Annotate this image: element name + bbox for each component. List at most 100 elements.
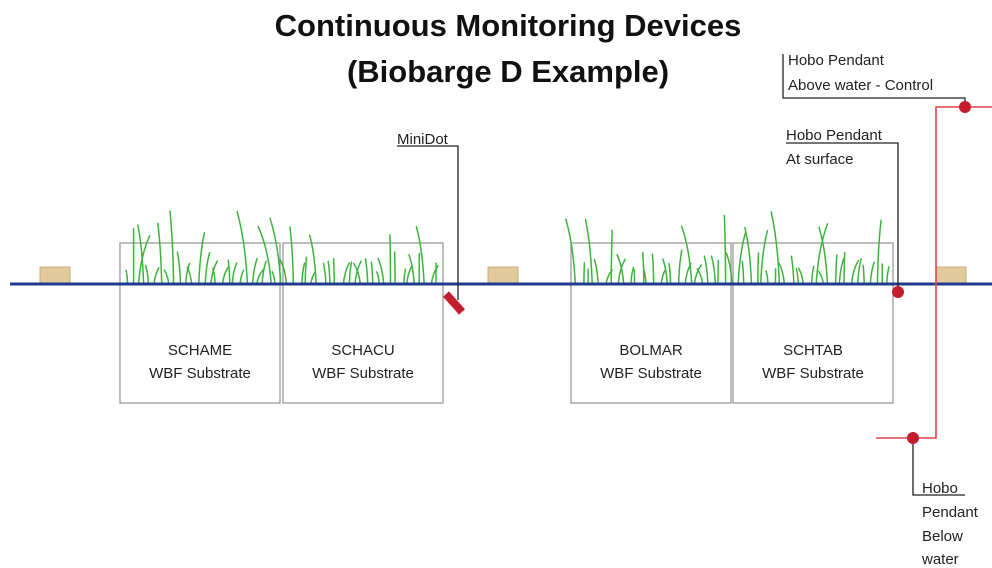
float-block-right [935,266,967,285]
grass-blade [348,261,353,285]
float-block-middle [487,266,519,285]
hobo-below-leader [912,444,965,496]
hobo-below-label-line4: water [921,551,959,568]
container-substrate-label: WBF Substrate [600,365,702,382]
grass-blade [651,253,655,285]
hobo-control-sensor [959,101,971,113]
grass-blade [212,267,216,285]
grass-blade [322,262,327,285]
grass-blade [301,262,306,285]
grass-blade [725,252,733,285]
container-schacu: SCHACU WBF Substrate [282,242,444,404]
grass-blade [176,251,182,285]
hobo-below-sensor [907,432,919,444]
grass-blade [610,229,613,285]
grass-blade [389,234,392,285]
grass-blade [815,223,829,285]
grass-blade [584,218,593,285]
container-species-label: SCHACU [331,342,394,359]
float-block-left [39,266,71,285]
diagram-title-line2: (Biobarge D Example) [347,54,669,89]
grass-blade [630,266,635,285]
container-species-label: SCHTAB [783,342,843,359]
container-species-label: BOLMAR [619,342,683,359]
grass-blade [593,258,599,285]
grass-blade [430,265,439,285]
grass-blade [862,264,865,285]
grass-blade [342,262,351,285]
grass-blade [565,218,577,285]
grass-blade [289,226,295,285]
grass-blade [838,257,845,285]
grass-blade [370,261,374,285]
grass-blade [757,252,760,285]
grass-blade [304,256,308,285]
minidot-label: MiniDot [397,131,449,148]
grass-blade [221,266,229,285]
grass-blade [703,255,709,285]
container-substrate-label: WBF Substrate [312,365,414,382]
grass-blade [741,260,745,285]
hobo-below-label-line1: Hobo [922,480,958,497]
grass-blade [377,257,385,285]
hobo-control-label-line2: Above water - Control [788,77,933,94]
container-box [570,242,732,404]
grass-blade [797,267,805,285]
grass-blade [710,255,717,285]
grass-blade [810,265,815,285]
grass-right [565,211,890,285]
grass-blade [583,262,586,285]
grass-blade [616,253,625,285]
grass-blade [876,219,882,285]
grass-blade [668,263,672,285]
grass-blade [261,260,267,285]
grass-blade [327,260,331,285]
grass-blade [818,226,829,285]
grass-blade [364,257,369,285]
grass-blade [723,214,727,285]
grass-blade [856,258,862,285]
grass-blade [169,210,175,285]
minidot-sensor [442,291,466,315]
grass-blade [236,210,249,285]
container-box [282,242,444,404]
hobo-control-label-line1: Hobo Pendant [788,52,885,69]
grass-blade [662,258,669,285]
grass-blade [415,226,425,285]
grass-blade [869,261,875,285]
hobo-surface-label-line1: Hobo Pendant [786,127,883,144]
grass-blade [227,259,231,285]
grass-blade [137,224,145,285]
grass-blade [198,232,206,285]
grass-blade [850,259,859,285]
grass-blade [257,225,272,285]
grass-blade [405,265,413,285]
grass-blade [153,267,160,285]
hobo-surface-leader [786,142,899,292]
grass-blade [352,262,362,285]
hobo-surface-label-line2: At surface [786,151,854,168]
minidot-leader [397,145,459,300]
grass-blade [680,225,693,285]
hobo-surface-sensor [892,286,904,298]
grass-blade [795,267,800,285]
grass-blade [332,257,336,285]
grass-blade [204,251,211,285]
grass-blade [269,217,282,285]
grass-blade [641,251,645,285]
grass-blade [408,254,415,285]
grass-blade [834,254,838,285]
container-substrate-label: WBF Substrate [149,365,251,382]
grass-blade [885,266,890,285]
grass-blade [677,249,683,285]
container-bolmar: BOLMAR WBF Substrate [570,242,732,404]
grass-blade [617,258,626,285]
grass-blade [693,264,703,285]
grass-blade [157,222,163,285]
grass-blade [744,226,753,285]
grass-blade [251,257,258,285]
grass-blade [770,211,781,285]
hobo-below-label-line2: Pendant [922,504,979,521]
grass-blade [308,234,317,285]
